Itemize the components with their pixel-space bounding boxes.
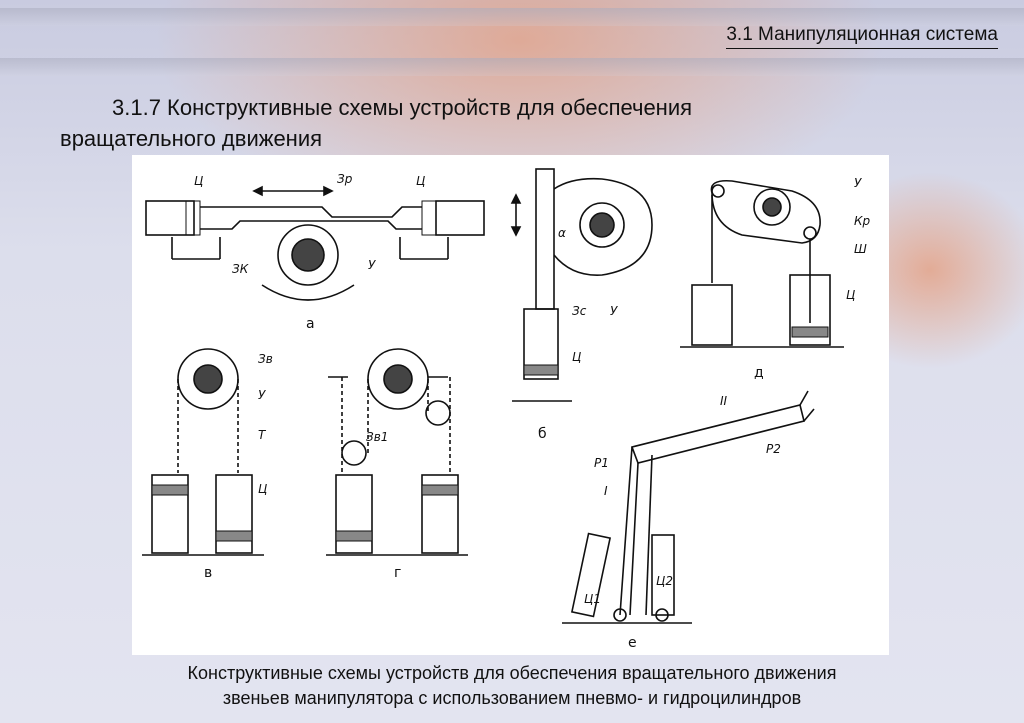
label-zr: Зр — [337, 172, 353, 186]
scheme-g: Зв1 г — [326, 348, 468, 581]
caption-a: а — [306, 316, 315, 332]
label-t: Т — [258, 428, 267, 442]
label-alpha: α — [558, 226, 566, 240]
schematic-figure: Ц Зр Ц ЗК У а α Зс У Ц б — [132, 155, 889, 655]
section-title: 3.1 Манипуляционная система — [726, 24, 998, 49]
label-i: I — [604, 484, 608, 498]
caption-line-1: Конструктивные схемы устройств для обесп… — [187, 663, 837, 683]
scheme-b: α Зс У Ц б — [510, 168, 653, 442]
label-c1: Ц1 — [584, 592, 601, 606]
label-zk: ЗК — [232, 262, 249, 276]
label-u-v: У — [258, 388, 266, 402]
label-u-a: У — [368, 258, 376, 272]
label-zv1: Зв1 — [366, 430, 388, 444]
caption-d: д — [754, 365, 764, 381]
label-p1: Р1 — [594, 456, 609, 470]
label-u-d: У — [854, 176, 862, 190]
caption-b: б — [538, 426, 547, 442]
label-c-v: Ц — [258, 482, 267, 496]
label-sh: Ш — [854, 242, 867, 256]
label-c-b: Ц — [572, 350, 581, 364]
heading-line-1: 3.1.7 Конструктивные схемы устройств для… — [112, 95, 693, 120]
label-u-b: У — [610, 304, 618, 318]
caption-e: е — [628, 635, 637, 651]
label-ii: II — [720, 394, 728, 408]
label-zv: Зв — [258, 352, 273, 366]
scheme-a: Ц Зр Ц ЗК У а — [145, 172, 485, 332]
scheme-v: Зв У Т Ц в — [142, 348, 273, 581]
caption-line-2: звеньев манипулятора с использованием пн… — [222, 688, 802, 708]
schematic-drawing: Ц Зр Ц ЗК У а α Зс У Ц б — [142, 168, 871, 651]
caption-v: в — [204, 565, 212, 581]
label-c-d: Ц — [846, 288, 855, 302]
caption-g: г — [394, 565, 401, 581]
slide-heading: 3.1.7 Конструктивные схемы устройств для… — [60, 92, 880, 154]
label-c-a: Ц — [194, 174, 203, 188]
label-kr: Кр — [854, 214, 871, 228]
scheme-d: У Кр Ш Ц д — [680, 176, 871, 381]
label-c2: Ц2 — [656, 574, 673, 588]
label-zs: Зс — [572, 304, 587, 318]
label-p2: Р2 — [766, 442, 781, 456]
scheme-e: Р1 Р2 I II Ц1 Ц2 е — [562, 390, 815, 651]
figure-caption: Конструктивные схемы устройств для обесп… — [0, 661, 1024, 711]
heading-line-2: вращательного движения — [60, 126, 323, 151]
label-c-a2: Ц — [416, 174, 425, 188]
